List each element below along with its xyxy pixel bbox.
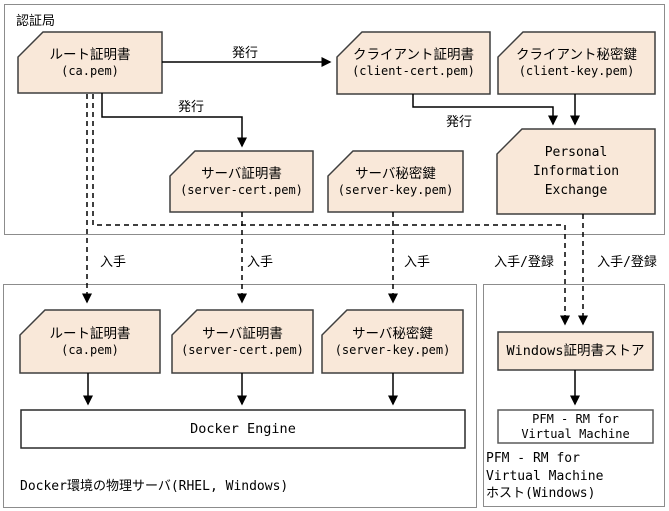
node-auth-server-key-shape [327,150,464,213]
node-auth-client-key: クライアント秘密鍵 (client-key.pem) [498,32,655,94]
node-docker-root-cert-shape [19,309,161,374]
node-docker-server-cert-title: サーバ証明書 [202,325,283,342]
pfm-section-label-line3: ホスト(Windows) [486,486,596,501]
edge-label-obtain-server-key: 入手 [403,255,431,270]
node-pfm-rm-line1: PFM - RM for [532,411,619,426]
edge-label-obtain-server-cert: 入手 [246,255,274,270]
node-windows-cert-store: Windows証明書ストア [498,332,653,370]
auth-section-label: 認証局 [16,14,56,29]
node-docker-server-key: サーバ秘密鍵 (server-key.pem) [322,310,463,373]
node-pfm-rm: PFM - RM for Virtual Machine [498,410,653,443]
docker-section-label: Docker環境の物理サーバ(RHEL, Windows) [20,479,289,494]
node-docker-server-key-file: (server-key.pem) [334,342,451,357]
node-docker-server-cert-file: (server-cert.pem) [181,342,304,357]
edge-label-issue-root-to-server: 発行 [177,100,205,115]
node-auth-root-cert-file: (ca.pem) [61,63,119,78]
node-pfm-rm-line2: Virtual Machine [521,426,630,441]
node-windows-cert-store-title: Windows証明書ストア [506,343,645,359]
node-auth-root-cert-title: ルート証明書 [49,46,131,63]
edge-label-issue-client-to-pie: 発行 [445,115,473,130]
node-docker-server-key-title: サーバ秘密鍵 [352,325,433,342]
auth-section-border [4,4,665,235]
node-auth-client-cert-file: (client-cert.pem) [352,64,475,78]
node-auth-root-cert-shape [17,31,163,94]
node-auth-client-cert: クライアント証明書 (client-cert.pem) [337,32,490,94]
pfm-section-border [483,284,665,507]
node-pie-line2: Information [532,164,620,179]
node-auth-server-key-file: (server-key.pem) [337,182,454,197]
edge-label-obtain-root-cert: 入手 [99,255,127,270]
node-auth-server-key-title: サーバ秘密鍵 [355,165,436,182]
node-docker-server-cert: サーバ証明書 (server-cert.pem) [172,310,313,373]
edge-label-issue-root-to-client: 発行 [231,46,259,61]
arrow-issue-client-cert-to-pie [412,94,558,126]
node-docker-root-cert: ルート証明書 (ca.pem) [20,310,160,373]
node-docker-root-cert-file: (ca.pem) [61,342,119,357]
pfm-section-label-line2: Virtual Machine [486,468,604,484]
node-docker-root-cert-title: ルート証明書 [49,325,131,342]
node-auth-server-cert: サーバ証明書 (server-cert.pem) [170,151,313,212]
pfm-section-label: PFM - RM for Virtual Machine ホスト(Windows… [486,450,603,503]
node-auth-root-cert: ルート証明書 (ca.pem) [18,32,162,93]
node-docker-engine: Docker Engine [21,410,465,448]
node-auth-client-key-title: クライアント秘密鍵 [516,47,637,63]
node-auth-server-cert-title: サーバ証明書 [201,165,282,182]
node-docker-engine-shape [20,409,466,449]
node-pie-line3: Exchange [544,183,608,198]
edge-label-obtain-register-left: 入手/登録 [494,255,554,270]
node-auth-server-cert-file: (server-cert.pem) [180,182,303,197]
node-auth-server-key: サーバ秘密鍵 (server-key.pem) [328,151,463,212]
arrow-issue-root-to-server-cert [101,93,247,148]
node-docker-engine-title: Docker Engine [190,421,296,437]
dashed-arrow-obtain-register-root-to-store [92,94,570,326]
docker-section-border [3,284,477,508]
node-pie-line1: Personal [544,145,608,160]
node-auth-client-cert-title: クライアント証明書 [353,47,474,63]
node-personal-information-exchange-shape [496,128,656,215]
node-auth-client-key-shape [497,31,656,95]
node-auth-client-key-file: (client-key.pem) [518,64,635,78]
pfm-section-label-line1: PFM - RM for [486,451,580,466]
node-pfm-rm-shape [497,409,654,444]
edge-label-obtain-register-right: 入手/登録 [597,255,657,270]
node-personal-information-exchange: Personal Information Exchange [497,129,655,214]
